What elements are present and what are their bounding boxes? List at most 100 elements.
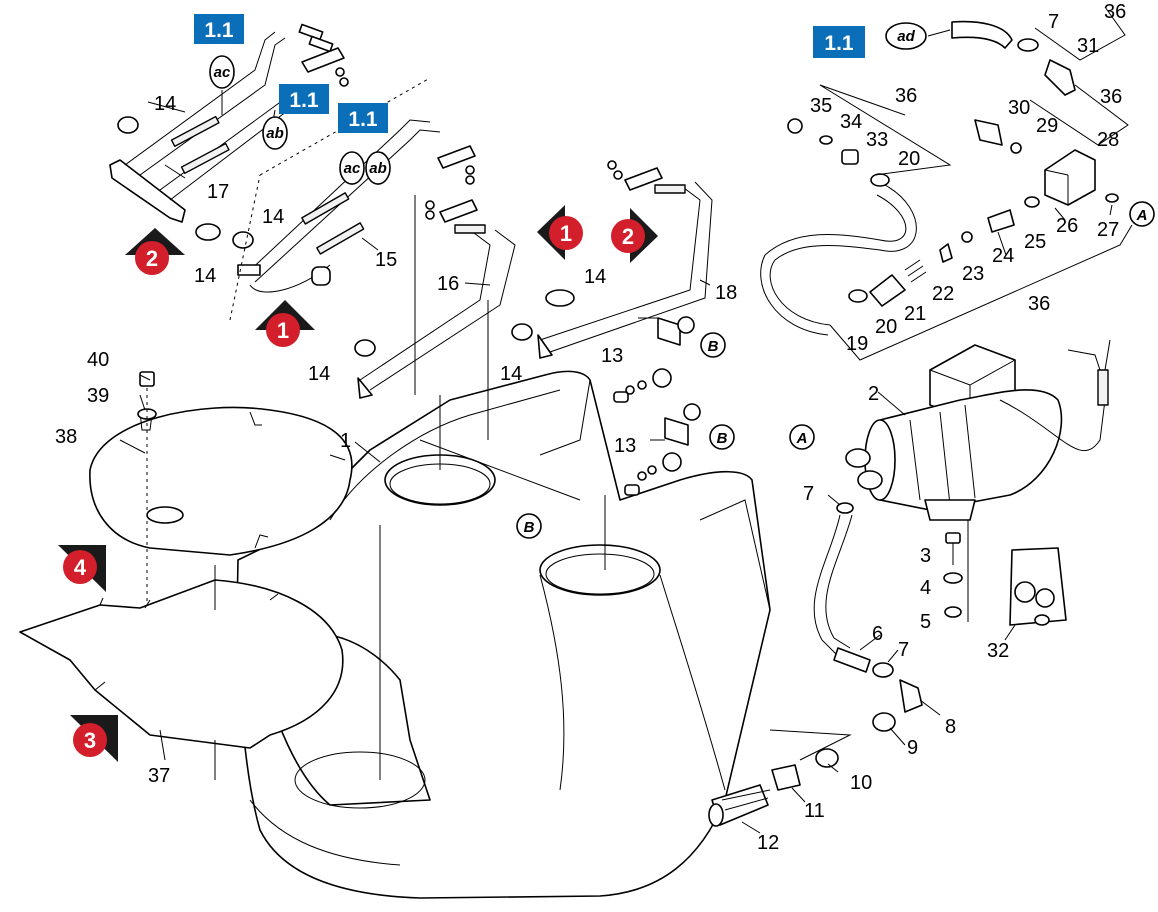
part-number-11: 11 bbox=[804, 800, 825, 822]
part-number-36: 36 bbox=[1104, 1, 1126, 23]
circle-ref-label: A bbox=[796, 430, 808, 447]
part-number-18: 18 bbox=[715, 282, 737, 304]
step-marker-label: 1 bbox=[560, 221, 572, 246]
part-number-15: 15 bbox=[375, 249, 397, 271]
ref-tag-label: 1.1 bbox=[204, 19, 234, 42]
part-number-7: 7 bbox=[803, 483, 814, 505]
pipe-assembly-18 bbox=[537, 160, 713, 359]
step-marker-2-upper: 2 bbox=[125, 228, 185, 275]
oval-ac-2: ac bbox=[339, 151, 365, 185]
ref-tag-3: 1.1 bbox=[338, 103, 388, 133]
step-marker-label: 4 bbox=[74, 555, 87, 580]
fitting-group-13-lower bbox=[624, 403, 701, 496]
step-marker-3: 3 bbox=[70, 715, 118, 762]
circle-ref-label: B bbox=[708, 338, 719, 355]
circle-ref-a-1: A bbox=[789, 424, 815, 450]
part-number-30: 30 bbox=[1008, 97, 1030, 119]
part-number-14: 14 bbox=[584, 266, 606, 288]
leader-lines bbox=[119, 6, 1133, 834]
part-numbers: 1 2 3 4 5 6 7 7 7 8 9 10 11 12 13 13 14 … bbox=[55, 1, 1126, 854]
bolt-40-washer-39 bbox=[137, 371, 157, 605]
circle-ref-b-1: B bbox=[700, 332, 726, 358]
valve-block-28 bbox=[974, 119, 1119, 206]
part-number-12: 12 bbox=[757, 832, 779, 854]
ref-tag-label: 1.1 bbox=[824, 32, 854, 55]
part-number-2: 2 bbox=[868, 383, 879, 405]
plate-38 bbox=[89, 406, 353, 556]
part-number-21: 21 bbox=[904, 303, 926, 325]
step-marker-1-upper: 1 bbox=[255, 300, 315, 347]
part-number-40: 40 bbox=[87, 349, 109, 371]
part-number-19: 19 bbox=[846, 333, 868, 355]
oval-label: ab bbox=[266, 125, 284, 142]
oval-ac-1: ac bbox=[209, 55, 235, 89]
part-number-7: 7 bbox=[1048, 11, 1059, 33]
circle-ref-b-3: B bbox=[516, 513, 542, 539]
part-number-26: 26 bbox=[1056, 215, 1078, 237]
part-number-25: 25 bbox=[1024, 231, 1046, 253]
step-marker-label: 1 bbox=[277, 318, 289, 343]
part-number-20: 20 bbox=[898, 148, 920, 170]
oval-label: ad bbox=[897, 28, 915, 45]
part-number-23: 23 bbox=[962, 263, 984, 285]
circle-ref-label: B bbox=[717, 430, 728, 447]
part-number-34: 34 bbox=[840, 111, 862, 133]
part-number-36: 36 bbox=[1028, 293, 1050, 315]
part-number-1: 1 bbox=[340, 430, 351, 452]
part-number-31: 31 bbox=[1077, 35, 1099, 57]
part-number-35: 35 bbox=[810, 95, 832, 117]
part-number-14: 14 bbox=[154, 93, 176, 115]
step-marker-label: 2 bbox=[146, 246, 158, 271]
part-number-33: 33 bbox=[866, 129, 888, 151]
part-number-14: 14 bbox=[262, 206, 284, 228]
part-number-10: 10 bbox=[850, 772, 872, 794]
circle-ref-b-2: B bbox=[709, 424, 735, 450]
pressure-regulator-parts bbox=[787, 118, 1040, 307]
seal-kit-32 bbox=[1009, 547, 1067, 626]
step-marker-label: 2 bbox=[622, 224, 634, 249]
part-number-20: 20 bbox=[875, 316, 897, 338]
pump-motor-2 bbox=[845, 339, 1111, 521]
ref-tag-2: 1.1 bbox=[279, 84, 329, 114]
part-number-24: 24 bbox=[992, 245, 1014, 267]
part-number-6: 6 bbox=[872, 623, 883, 645]
hose-31-and-clamp bbox=[951, 20, 1076, 96]
part-number-28: 28 bbox=[1097, 129, 1119, 151]
part-number-14: 14 bbox=[308, 363, 330, 385]
ref-tag-1: 1.1 bbox=[194, 14, 244, 44]
screws-3-5 bbox=[943, 532, 963, 618]
ref-tag-label: 1.1 bbox=[289, 89, 319, 112]
plate-37 bbox=[19, 579, 344, 749]
circle-ref-label: A bbox=[1136, 207, 1148, 224]
step-marker-label: 3 bbox=[84, 728, 96, 753]
oval-ab-1: ab bbox=[262, 116, 288, 150]
part-number-37: 37 bbox=[148, 765, 170, 787]
hose-19 bbox=[760, 184, 917, 336]
part-number-22: 22 bbox=[932, 283, 954, 305]
part-number-17: 17 bbox=[207, 181, 229, 203]
oval-label: ab bbox=[369, 160, 387, 177]
part-number-13: 13 bbox=[614, 435, 636, 457]
ref-tag-label: 1.1 bbox=[348, 108, 378, 131]
step-marker-2-right: 2 bbox=[611, 208, 658, 263]
part-number-27: 27 bbox=[1097, 219, 1119, 241]
circle-ref-label: B bbox=[524, 519, 535, 536]
main-housing bbox=[236, 370, 771, 899]
part-number-14: 14 bbox=[194, 265, 216, 287]
part-number-39: 39 bbox=[87, 385, 109, 407]
oval-ad: ad bbox=[885, 22, 927, 50]
part-number-36: 36 bbox=[1100, 86, 1122, 108]
step-marker-1-left: 1 bbox=[537, 205, 583, 260]
part-number-32: 32 bbox=[987, 640, 1009, 662]
part-number-3: 3 bbox=[920, 545, 931, 567]
part-number-38: 38 bbox=[55, 426, 77, 448]
pipe-assembly-15 bbox=[237, 119, 476, 293]
fitting-group-13-upper bbox=[613, 316, 695, 403]
pipe-assembly-16 bbox=[357, 199, 516, 399]
part-number-9: 9 bbox=[907, 737, 918, 759]
part-number-29: 29 bbox=[1036, 115, 1058, 137]
part-number-5: 5 bbox=[920, 611, 931, 633]
part-number-7: 7 bbox=[898, 639, 909, 661]
circle-ref-a-2: A bbox=[1129, 201, 1155, 227]
